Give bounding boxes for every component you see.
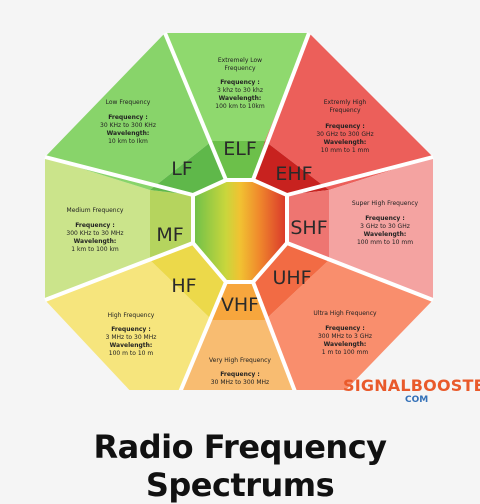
band-ehf-abbr: EHF xyxy=(275,163,312,185)
band-vhf-name: Very High Frequency xyxy=(209,357,271,364)
band-shf-outer xyxy=(329,157,433,300)
band-mf-outer xyxy=(45,157,150,300)
band-uhf-wave-label: Wavelength: xyxy=(324,341,367,348)
band-lf-wave-label: Wavelength: xyxy=(107,130,150,137)
band-lf-name: Low Frequency xyxy=(106,99,151,106)
band-mf-freq: 300 KHz to 30 MHz xyxy=(66,230,123,237)
band-lf: LF Low Frequency Frequency : 30 KHz to 3… xyxy=(45,33,226,195)
band-lf-wave: 10 km to Ikm xyxy=(108,138,148,145)
band-elf-freq: 3 khz to 30 khz xyxy=(217,87,263,94)
band-uhf-abbr: UHF xyxy=(272,267,311,289)
infographic: ELF Extremely Low Frequency Frequency : … xyxy=(44,32,480,504)
sector-dividers xyxy=(44,32,434,429)
band-elf-inner xyxy=(212,141,265,180)
band-ehf-freq-label: Frequency : xyxy=(325,123,365,130)
band-elf-name-1: Extremely Low xyxy=(218,57,262,64)
band-hf-name: High Frequency xyxy=(108,312,155,319)
band-ehf-wave-label: Wavelength: xyxy=(324,139,367,146)
band-lf-inner xyxy=(150,141,226,195)
band-uhf-wave: 1 m to 100 mm xyxy=(322,349,369,356)
band-vhf-inner xyxy=(212,282,265,320)
band-shf-freq: 3 GHz to 30 GHz xyxy=(360,223,410,230)
band-hf-wave-label: Wavelength: xyxy=(110,342,153,349)
band-elf: ELF Extremely Low Frequency Frequency : … xyxy=(165,33,309,180)
band-ehf-wave: 10 mm to 1 mm xyxy=(321,147,370,154)
band-vhf-freq-label: Frequency : xyxy=(220,371,260,378)
band-lf-abbr: LF xyxy=(171,158,193,180)
band-shf-wave: 100 mm to 10 mm xyxy=(357,239,413,246)
band-hf: HF High Frequency Frequency : 3 MHz to 3… xyxy=(45,243,226,428)
octagon-diagram: ELF Extremely Low Frequency Frequency : … xyxy=(44,32,434,429)
band-vhf-abbr: VHF xyxy=(221,294,259,316)
center-spectrum-octagon xyxy=(191,178,289,284)
band-shf-abbr: SHF xyxy=(290,217,327,239)
band-elf-name-2: Frequency xyxy=(225,65,256,72)
band-hf-wave: 100 m to 10 m xyxy=(109,350,154,357)
brand-domain: COM xyxy=(405,395,429,405)
band-elf-outer xyxy=(165,33,309,141)
band-hf-outer xyxy=(45,260,212,428)
page-title: Radio Frequency Spectrums xyxy=(93,428,387,504)
band-shf-freq-label: Frequency : xyxy=(365,215,405,222)
band-shf-inner xyxy=(287,190,329,260)
band-shf-name: Super High Frequency xyxy=(352,200,419,207)
band-uhf-outer xyxy=(265,260,433,428)
band-mf: MF Medium Frequency Frequency : 300 KHz … xyxy=(45,157,193,300)
band-ehf-freq: 30 GHz to 300 GHz xyxy=(316,131,373,138)
brand-name: SIGNALBOOSTER xyxy=(343,376,480,395)
band-mf-abbr: MF xyxy=(156,224,183,246)
band-uhf-freq: 300 MHz to 3 GHz xyxy=(318,333,372,340)
band-ehf: EHF Extremly High Frequency Frequency : … xyxy=(253,33,433,195)
band-elf-abbr: ELF xyxy=(223,138,257,160)
band-uhf-name: Ultra High Frequency xyxy=(313,310,377,317)
band-mf-wave: 1 km to 100 km xyxy=(71,246,119,253)
band-lf-outer xyxy=(45,33,212,190)
band-elf-freq-label: Frequency : xyxy=(220,79,260,86)
band-shf-wave-label: Wavelength: xyxy=(364,231,407,238)
band-shf: SHF Super High Frequency Frequency : 3 G… xyxy=(287,157,433,300)
band-uhf-freq-label: Frequency : xyxy=(325,325,365,332)
band-mf-name: Medium Frequency xyxy=(67,207,124,214)
band-mf-freq-label: Frequency : xyxy=(75,222,115,229)
band-ehf-inner xyxy=(253,141,329,195)
signalbooster-logo: SIGNALBOOSTER COM xyxy=(343,376,480,416)
band-ehf-name-1: Extremly High xyxy=(324,99,367,106)
band-lf-freq-label: Frequency : xyxy=(108,114,148,121)
band-ehf-name-2: Frequency xyxy=(330,107,361,114)
band-hf-abbr: HF xyxy=(171,275,196,297)
band-mf-inner xyxy=(150,190,193,260)
band-elf-wave-label: Wavelength: xyxy=(219,95,262,102)
band-lf-freq: 30 KHz to 300 KHz xyxy=(100,122,156,129)
band-hf-freq-label: Frequency : xyxy=(111,326,151,333)
band-vhf-freq: 30 MHz to 300 MHz xyxy=(211,379,269,386)
band-ehf-outer xyxy=(265,33,433,190)
band-hf-freq: 3 MHz to 30 MHz xyxy=(106,334,157,341)
band-mf-wave-label: Wavelength: xyxy=(74,238,117,245)
band-elf-wave: 100 km to 10km xyxy=(215,103,265,110)
